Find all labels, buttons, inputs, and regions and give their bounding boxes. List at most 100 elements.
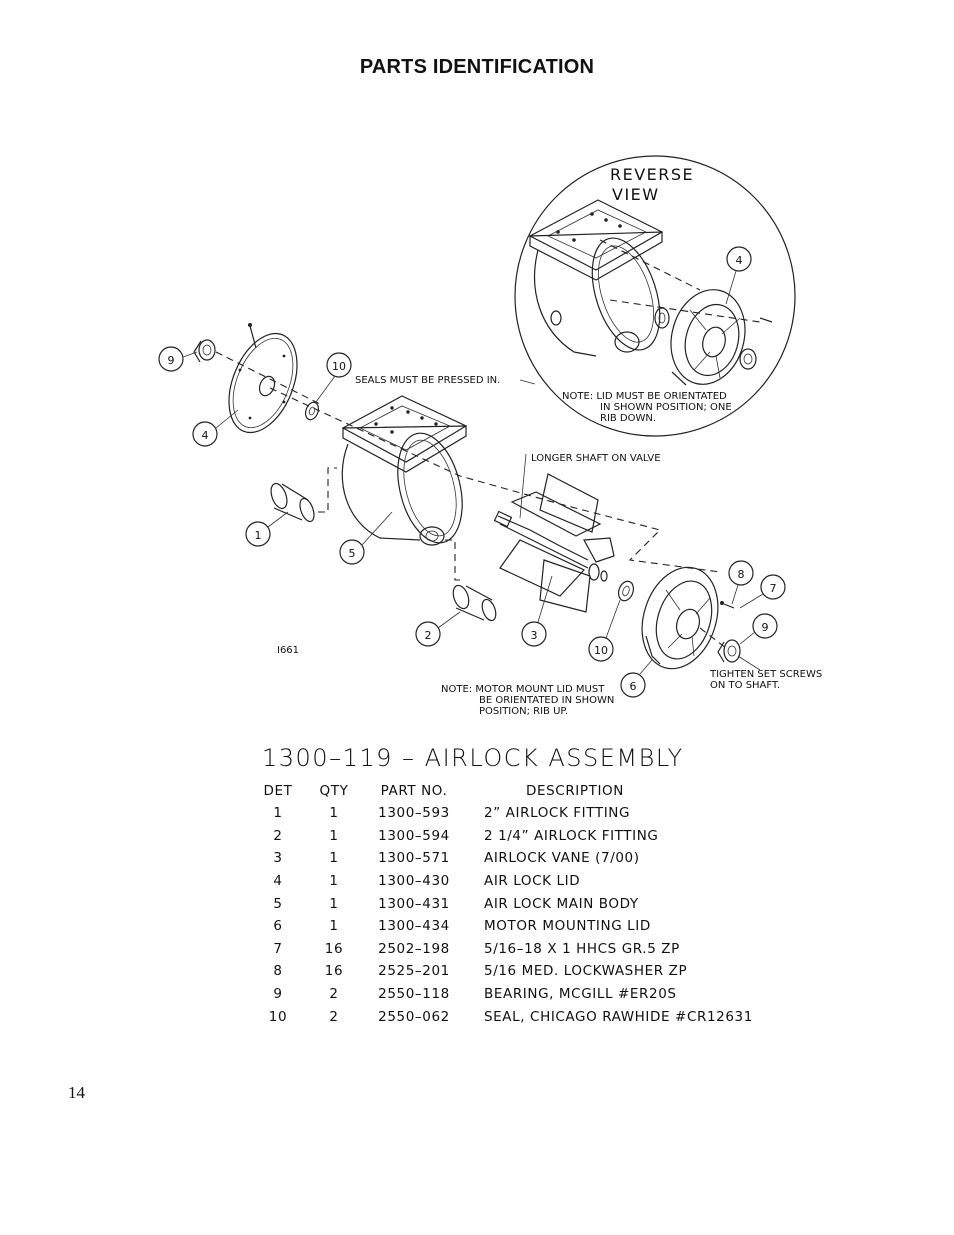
motor-note-line3: POSITION; RIB UP. [479, 706, 568, 717]
cell-qty: 16 [324, 940, 344, 957]
note-lid-line3: RIB DOWN. [600, 413, 656, 424]
table-row: 8 16 2525–201 5/16 MED. LOCKWASHER ZP [252, 960, 826, 983]
reverse-view-label-line1: REVERSE [610, 165, 694, 184]
table-row: 2 1 1300–594 2 1/4” AIRLOCK FITTING [252, 825, 826, 848]
cell-det: 6 [273, 918, 283, 935]
cell-part-no: 2550–062 [378, 1008, 450, 1025]
cell-description: SEAL, CHICAGO RAWHIDE #CR12631 [484, 1008, 753, 1025]
callout-5: 5 [349, 547, 356, 560]
callout-3: 3 [531, 629, 538, 642]
callout-4: 4 [202, 429, 209, 442]
motor-note-line1: NOTE: MOTOR MOUNT LID MUST [441, 684, 605, 695]
cell-qty: 16 [324, 963, 344, 980]
cell-det: 5 [273, 895, 283, 912]
cell-description: AIR LOCK LID [484, 873, 581, 890]
right-bearing-drawing [717, 639, 741, 663]
cell-qty: 1 [329, 918, 339, 935]
reverse-view-inset: REVERSE VIEW [514, 155, 796, 437]
tighten-note-line2: ON TO SHAFT. [710, 680, 780, 691]
cell-det: 10 [268, 1008, 288, 1025]
cell-description: AIR LOCK MAIN BODY [484, 895, 639, 912]
table-row: 6 1 1300–434 MOTOR MOUNTING LID [252, 915, 826, 938]
cell-part-no: 1300–431 [378, 895, 450, 912]
cell-qty: 1 [329, 805, 339, 822]
table-row: 5 1 1300–431 AIR LOCK MAIN BODY [252, 892, 826, 915]
motor-note-line2: BE ORIENTATED IN SHOWN [479, 695, 614, 706]
header-part-no: PART NO. [380, 783, 448, 799]
inset-housing-drawing [528, 199, 664, 357]
shaft-note: LONGER SHAFT ON VALVE [531, 453, 661, 464]
callout-7: 7 [770, 582, 777, 595]
cell-part-no: 2550–118 [378, 986, 450, 1003]
table-row: 3 1 1300–571 AIRLOCK VANE (7/00) [252, 847, 826, 870]
callout-10-bottom: 10 [594, 644, 608, 657]
motor-mount-lid-drawing [641, 566, 719, 670]
callout-10-top: 10 [332, 360, 346, 373]
note-lid-line2: IN SHOWN POSITION; ONE [600, 402, 732, 413]
inset-seal-drawing [654, 307, 670, 329]
page-number: 14 [68, 1083, 85, 1102]
cell-description: MOTOR MOUNTING LID [484, 918, 651, 935]
exploded-parts-diagram: REVERSE VIEW [158, 155, 822, 717]
cell-part-no: 1300–594 [378, 827, 450, 844]
cell-description: 2” AIRLOCK FITTING [484, 805, 631, 822]
cell-qty: 2 [329, 986, 339, 1003]
callout-6: 6 [630, 680, 637, 693]
parts-list-table: DET QTY PART NO. DESCRIPTION 1 1 1300–59… [252, 780, 826, 1028]
cell-description: BEARING, MCGILL #ER20S [484, 986, 677, 1003]
cell-qty: 1 [329, 873, 339, 890]
note-lid-line1: NOTE: LID MUST BE ORIENTATED [562, 391, 727, 402]
left-lid-drawing [228, 332, 298, 434]
callout-1: 1 [255, 529, 262, 542]
main-body-drawing [341, 395, 468, 546]
cell-description: 2 1/4” AIRLOCK FITTING [484, 827, 659, 844]
cell-description: 5/16–18 X 1 HHCS GR.5 ZP [484, 940, 680, 957]
table-row: 10 2 2550–062 SEAL, CHICAGO RAWHIDE #CR1… [252, 1005, 826, 1028]
inset-bearing-drawing [739, 348, 757, 370]
cell-det: 1 [273, 805, 283, 822]
table-row: 9 2 2550–118 BEARING, MCGILL #ER20S [252, 983, 826, 1006]
callout-inset-4: 4 [736, 254, 743, 267]
drawing-id: I661 [277, 645, 299, 656]
callout-9-left: 9 [168, 354, 175, 367]
header-qty: QTY [319, 783, 349, 799]
assembly-title: 1300–119 – AIRLOCK ASSEMBLY [262, 744, 684, 772]
page-heading: PARTS IDENTIFICATION [359, 56, 595, 78]
cell-det: 9 [273, 986, 283, 1003]
cell-det: 4 [273, 873, 283, 890]
cell-part-no: 2502–198 [378, 940, 450, 957]
cell-det: 2 [273, 827, 283, 844]
cell-part-no: 1300–593 [378, 805, 450, 822]
cell-det: 3 [273, 850, 283, 867]
table-row: 4 1 1300–430 AIR LOCK LID [252, 870, 826, 893]
header-det: DET [263, 783, 293, 799]
cell-qty: 2 [329, 1008, 339, 1025]
table-row: 1 1 1300–593 2” AIRLOCK FITTING [252, 802, 826, 825]
inset-lid-drawing [670, 289, 746, 386]
reverse-view-label-line2: VIEW [612, 185, 660, 204]
cell-part-no: 1300–571 [378, 850, 450, 867]
right-bolt-drawing [723, 603, 735, 609]
left-bolt-drawing [249, 325, 257, 349]
cell-part-no: 1300–430 [378, 873, 450, 890]
fitting-1-drawing [270, 482, 315, 523]
table-row: 7 16 2502–198 5/16–18 X 1 HHCS GR.5 ZP [252, 938, 826, 961]
cell-qty: 1 [329, 827, 339, 844]
cell-det: 8 [273, 963, 283, 980]
header-description: DESCRIPTION [526, 783, 624, 799]
left-bearing-drawing [193, 339, 216, 363]
cell-part-no: 1300–434 [378, 918, 450, 935]
tighten-note-line1: TIGHTEN SET SCREWS [709, 669, 822, 680]
callout-2: 2 [425, 629, 432, 642]
right-seal-drawing [617, 580, 635, 602]
cell-det: 7 [273, 940, 283, 957]
cell-description: AIRLOCK VANE (7/00) [484, 850, 640, 867]
left-seal-drawing [304, 401, 320, 421]
seals-note: SEALS MUST BE PRESSED IN. [355, 375, 500, 386]
callout-8: 8 [738, 568, 745, 581]
vane-drawing [493, 473, 615, 613]
callout-9-right: 9 [762, 621, 769, 634]
cell-description: 5/16 MED. LOCKWASHER ZP [484, 963, 688, 980]
parts-table-header-row: DET QTY PART NO. DESCRIPTION [252, 780, 826, 802]
cell-qty: 1 [329, 895, 339, 912]
